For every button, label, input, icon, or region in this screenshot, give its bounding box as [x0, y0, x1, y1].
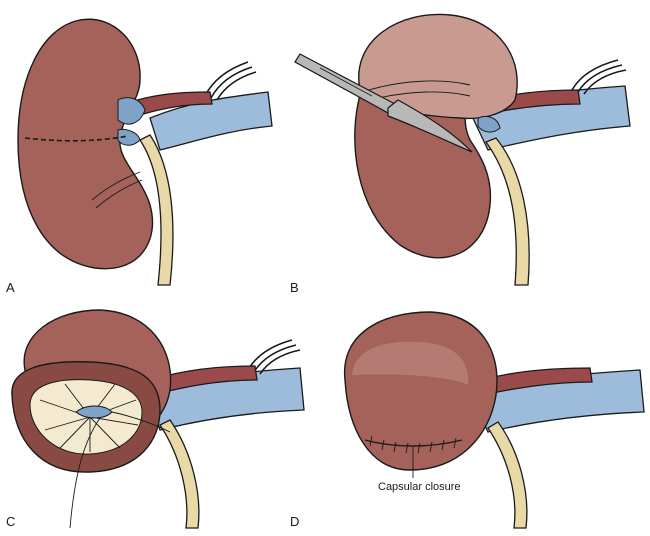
panel-b-scalpel-blade — [387, 99, 473, 153]
panel-label-d: D — [290, 514, 300, 529]
panel-c-figure — [11, 309, 305, 529]
panel-label-b: B — [290, 280, 299, 295]
panel-a-incision-line — [24, 135, 129, 142]
panel-label-a: A — [6, 280, 15, 295]
panel-b-figure — [294, 13, 631, 286]
panel-label-c: C — [6, 514, 16, 529]
panel-b-kidney-lower-half — [354, 89, 492, 259]
panel-a-ureter — [139, 134, 174, 286]
panel-d-kidney — [343, 311, 498, 471]
panel-d-figure — [343, 311, 645, 529]
panel-a-renal-artery — [124, 91, 213, 119]
panel-a-figure — [17, 18, 273, 286]
panel-a-kidney — [17, 18, 154, 270]
capsular-closure-label: Capsular closure — [378, 481, 461, 493]
panel-d-capsular-closure-line — [364, 439, 463, 447]
